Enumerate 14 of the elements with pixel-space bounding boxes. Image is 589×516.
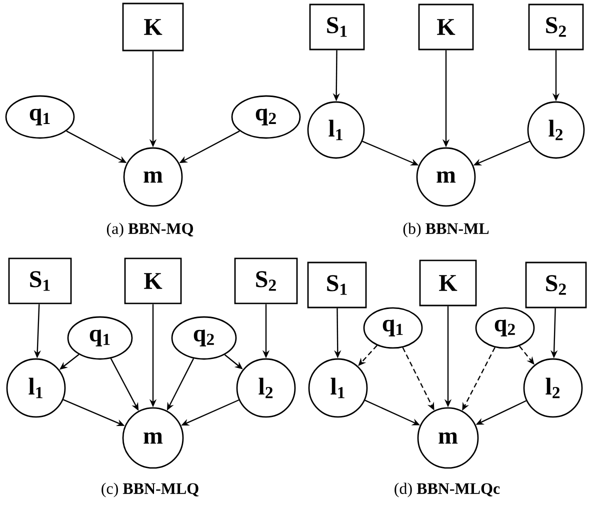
subfigure-caption: (a) BBN-MQ [106,222,194,238]
variable-box: S$_{1}$ [307,262,367,308]
variable-box: K [419,260,477,306]
variable-box: S$_{2}$ [234,258,298,304]
variable-box: S$_{1}$ [309,4,365,50]
variable-box: S$_{2}$ [528,4,584,50]
variable-box: K [122,2,184,52]
variable-box: S$_{2}$ [525,262,587,308]
variable-box: K [418,4,474,50]
variable-box: S$_{1}$ [8,258,72,304]
subfigure-caption: (b) BBN-ML [403,222,489,238]
subfigure-caption: (c) BBN-MLQ [102,482,198,498]
subfigure-caption: (d) BBN-MLQc [394,482,500,498]
variable-box: K [124,258,182,304]
